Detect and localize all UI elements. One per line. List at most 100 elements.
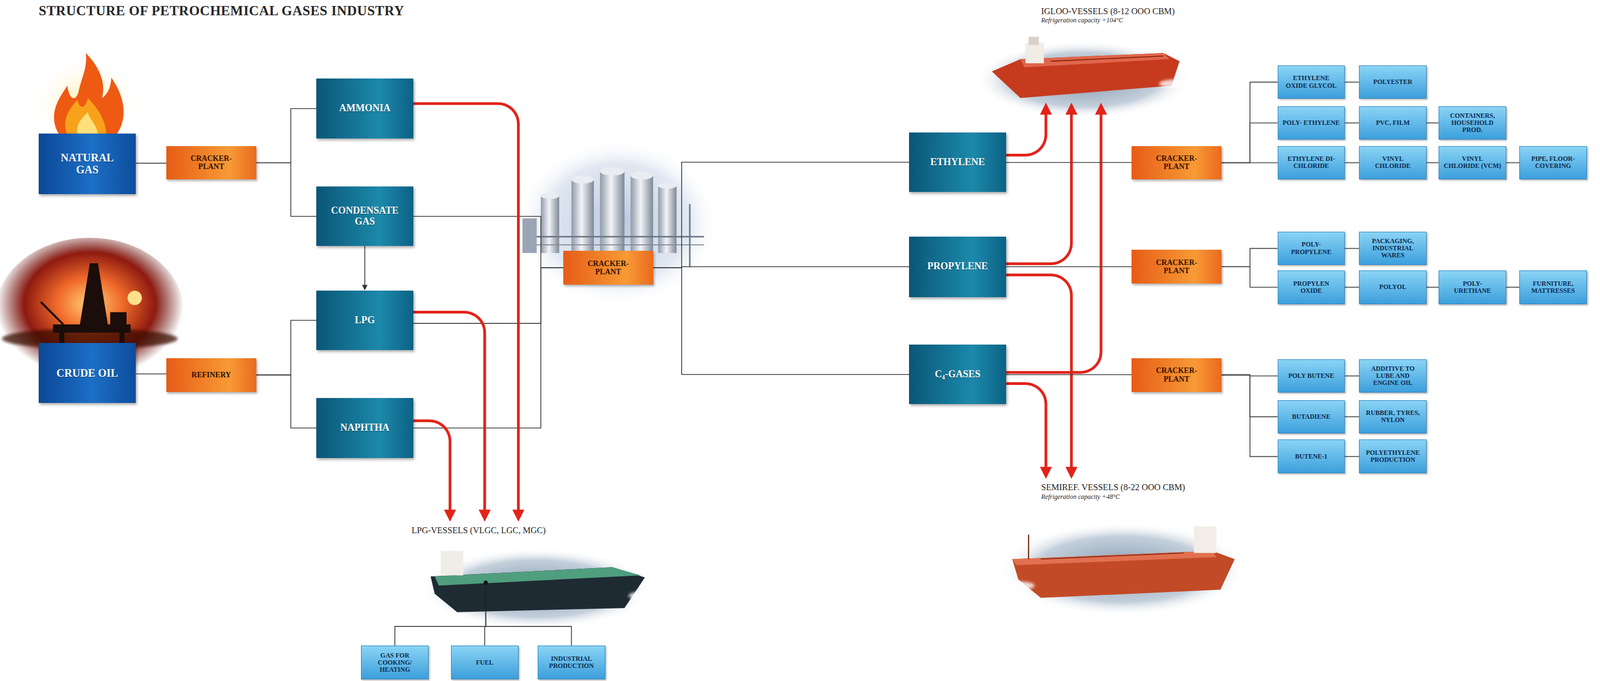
flow-connector — [1344, 162, 1359, 164]
flow-connector — [1344, 122, 1359, 124]
box-label: NATURAL GAS — [54, 151, 120, 176]
ship-bridge — [1193, 526, 1217, 554]
end-product-box: POLY- ETHYLENE — [1277, 106, 1345, 141]
flow-connector — [1221, 266, 1278, 287]
box-label: POLY BUTENE — [1288, 372, 1334, 380]
end-product-box: CONTAINERS, HOUSEHOLD PROD. — [1438, 106, 1506, 141]
plant-haze — [515, 138, 720, 306]
pipe — [689, 203, 691, 268]
flow-connector — [653, 162, 910, 269]
flame-outer — [53, 52, 124, 135]
box-label: CONDENSATE GAS — [323, 205, 406, 228]
shipping-arrow — [413, 312, 485, 519]
flow-connector — [256, 162, 317, 216]
bow-wave — [1006, 581, 1035, 591]
end-product-box: FUEL — [450, 645, 519, 680]
gas-box: NAPHTHA — [316, 398, 414, 459]
end-product-box: POLYESTER — [1358, 65, 1427, 100]
box-label: BUTENE-1 — [1295, 453, 1328, 461]
flame-middle — [65, 98, 107, 135]
gas-box: ETHYLENE — [909, 132, 1007, 192]
flame-core — [76, 112, 98, 135]
tank-top — [540, 193, 560, 200]
flow-connector — [1006, 161, 1132, 164]
flow-connector — [1344, 456, 1359, 458]
box-label: POLYOL — [1379, 283, 1407, 291]
gas-box: AMMONIA — [316, 78, 414, 139]
end-product-box: POLYETHYLENE PRODUCTION — [1358, 439, 1427, 474]
flow-connector — [394, 612, 486, 647]
box-label: GAS FOR COOKING/ HEATING — [365, 652, 424, 675]
flow-connector — [135, 163, 167, 165]
leader-line — [485, 582, 487, 612]
box-label: POLYETHYLENE PRODUCTION — [1363, 449, 1422, 464]
flow-connector — [1006, 374, 1132, 376]
gas-box: PROPYLENE — [909, 236, 1007, 297]
flow-connector — [1426, 122, 1439, 124]
end-product-box: ETHYLENE OXIDE GLYCOL — [1277, 65, 1345, 100]
end-product-box: ADDITIVE TO LUBE AND ENGINE OIL — [1358, 359, 1427, 394]
end-product-box: ETHYLENE DI-CHLORIDE — [1277, 146, 1345, 180]
box-label: CRACKER- PLANT — [1147, 154, 1205, 172]
end-product-box: FURNITURE, MATTRESSES — [1519, 270, 1587, 305]
flow-connector — [653, 267, 910, 375]
flow-connector — [256, 320, 317, 376]
flow-connector — [653, 266, 910, 268]
shipping-arrow — [1006, 106, 1102, 373]
box-label: POLYESTER — [1373, 78, 1413, 86]
leader-dot — [483, 580, 488, 585]
ship-deck — [434, 567, 641, 586]
flow-connector — [364, 245, 366, 289]
vessel-panel: LPG-VESSELS (VLGC, LGC, MGC) — [406, 522, 652, 613]
flow-connector — [1344, 375, 1359, 377]
tank-top — [599, 167, 625, 176]
box-label: POLY- ETHYLENE — [1282, 119, 1340, 127]
box-label: VINYL CHLORIDE (VCM) — [1443, 155, 1502, 170]
end-product-box: POLYOL — [1358, 270, 1427, 305]
end-product-box: VINYL CHLORIDE — [1358, 146, 1427, 180]
flow-connector — [135, 373, 167, 375]
crane-boom — [40, 302, 64, 325]
flow-connector — [1344, 286, 1359, 288]
shipping-arrow — [413, 420, 450, 519]
box-label: ETHYLENE — [930, 157, 985, 168]
end-product-box: PROPYLEN OXIDE — [1277, 270, 1345, 305]
box-label: CRACKER- PLANT — [1147, 366, 1205, 384]
end-product-box: PACKAGING, INDUSTRIAL WARES — [1358, 231, 1427, 266]
storage-tank — [571, 179, 594, 254]
bow-wave — [1159, 79, 1188, 88]
flow-connector — [1221, 82, 1278, 164]
plant-box: CRACKER- PLANT — [1131, 358, 1222, 393]
flow-connector — [1426, 286, 1439, 288]
flow-connector — [1426, 162, 1439, 164]
box-label: INDUSTRIAL PRODUCTION — [542, 655, 601, 670]
ship-hull — [991, 52, 1180, 98]
end-product-box: PIPE, FLOOR- COVERING — [1519, 146, 1587, 180]
plant-box: CRACKER- PLANT — [1131, 146, 1222, 180]
plant-box: CRACKER- PLANT — [563, 250, 654, 285]
ship-hull — [1012, 550, 1235, 598]
flow-connector — [1221, 162, 1278, 164]
flow-connector — [1221, 375, 1278, 457]
vessel-heading: IGLOO-VESSELS (8-12 OOO CBM) — [1041, 6, 1175, 17]
end-product-box: RUBBER, TYRES, NYLON — [1358, 400, 1427, 435]
derrick — [79, 263, 108, 327]
deck-pipe — [1050, 56, 1164, 62]
flow-connector — [485, 612, 572, 647]
end-product-box: PVC, FILM — [1358, 106, 1427, 141]
flow-connector — [1506, 162, 1520, 164]
box-label: CRACKER- PLANT — [182, 154, 240, 172]
box-label: ETHYLENE DI-CHLORIDE — [1282, 155, 1340, 170]
feedstock-box: NATURAL GAS — [38, 133, 136, 194]
box-label: PROPYLENE — [927, 261, 989, 273]
vessel-note: Refrigeration capacity +48°C — [1041, 493, 1120, 501]
semiref-vessel-picture — [997, 522, 1248, 617]
igloo-vessel-picture — [975, 36, 1193, 119]
box-label: PVC, FILM — [1375, 119, 1410, 127]
gas-box: CONDENSATE GAS — [316, 186, 414, 246]
end-product-box: GAS FOR COOKING/ HEATING — [361, 645, 429, 680]
sea — [997, 522, 1248, 617]
box-label: CRUDE OIL — [56, 367, 119, 380]
